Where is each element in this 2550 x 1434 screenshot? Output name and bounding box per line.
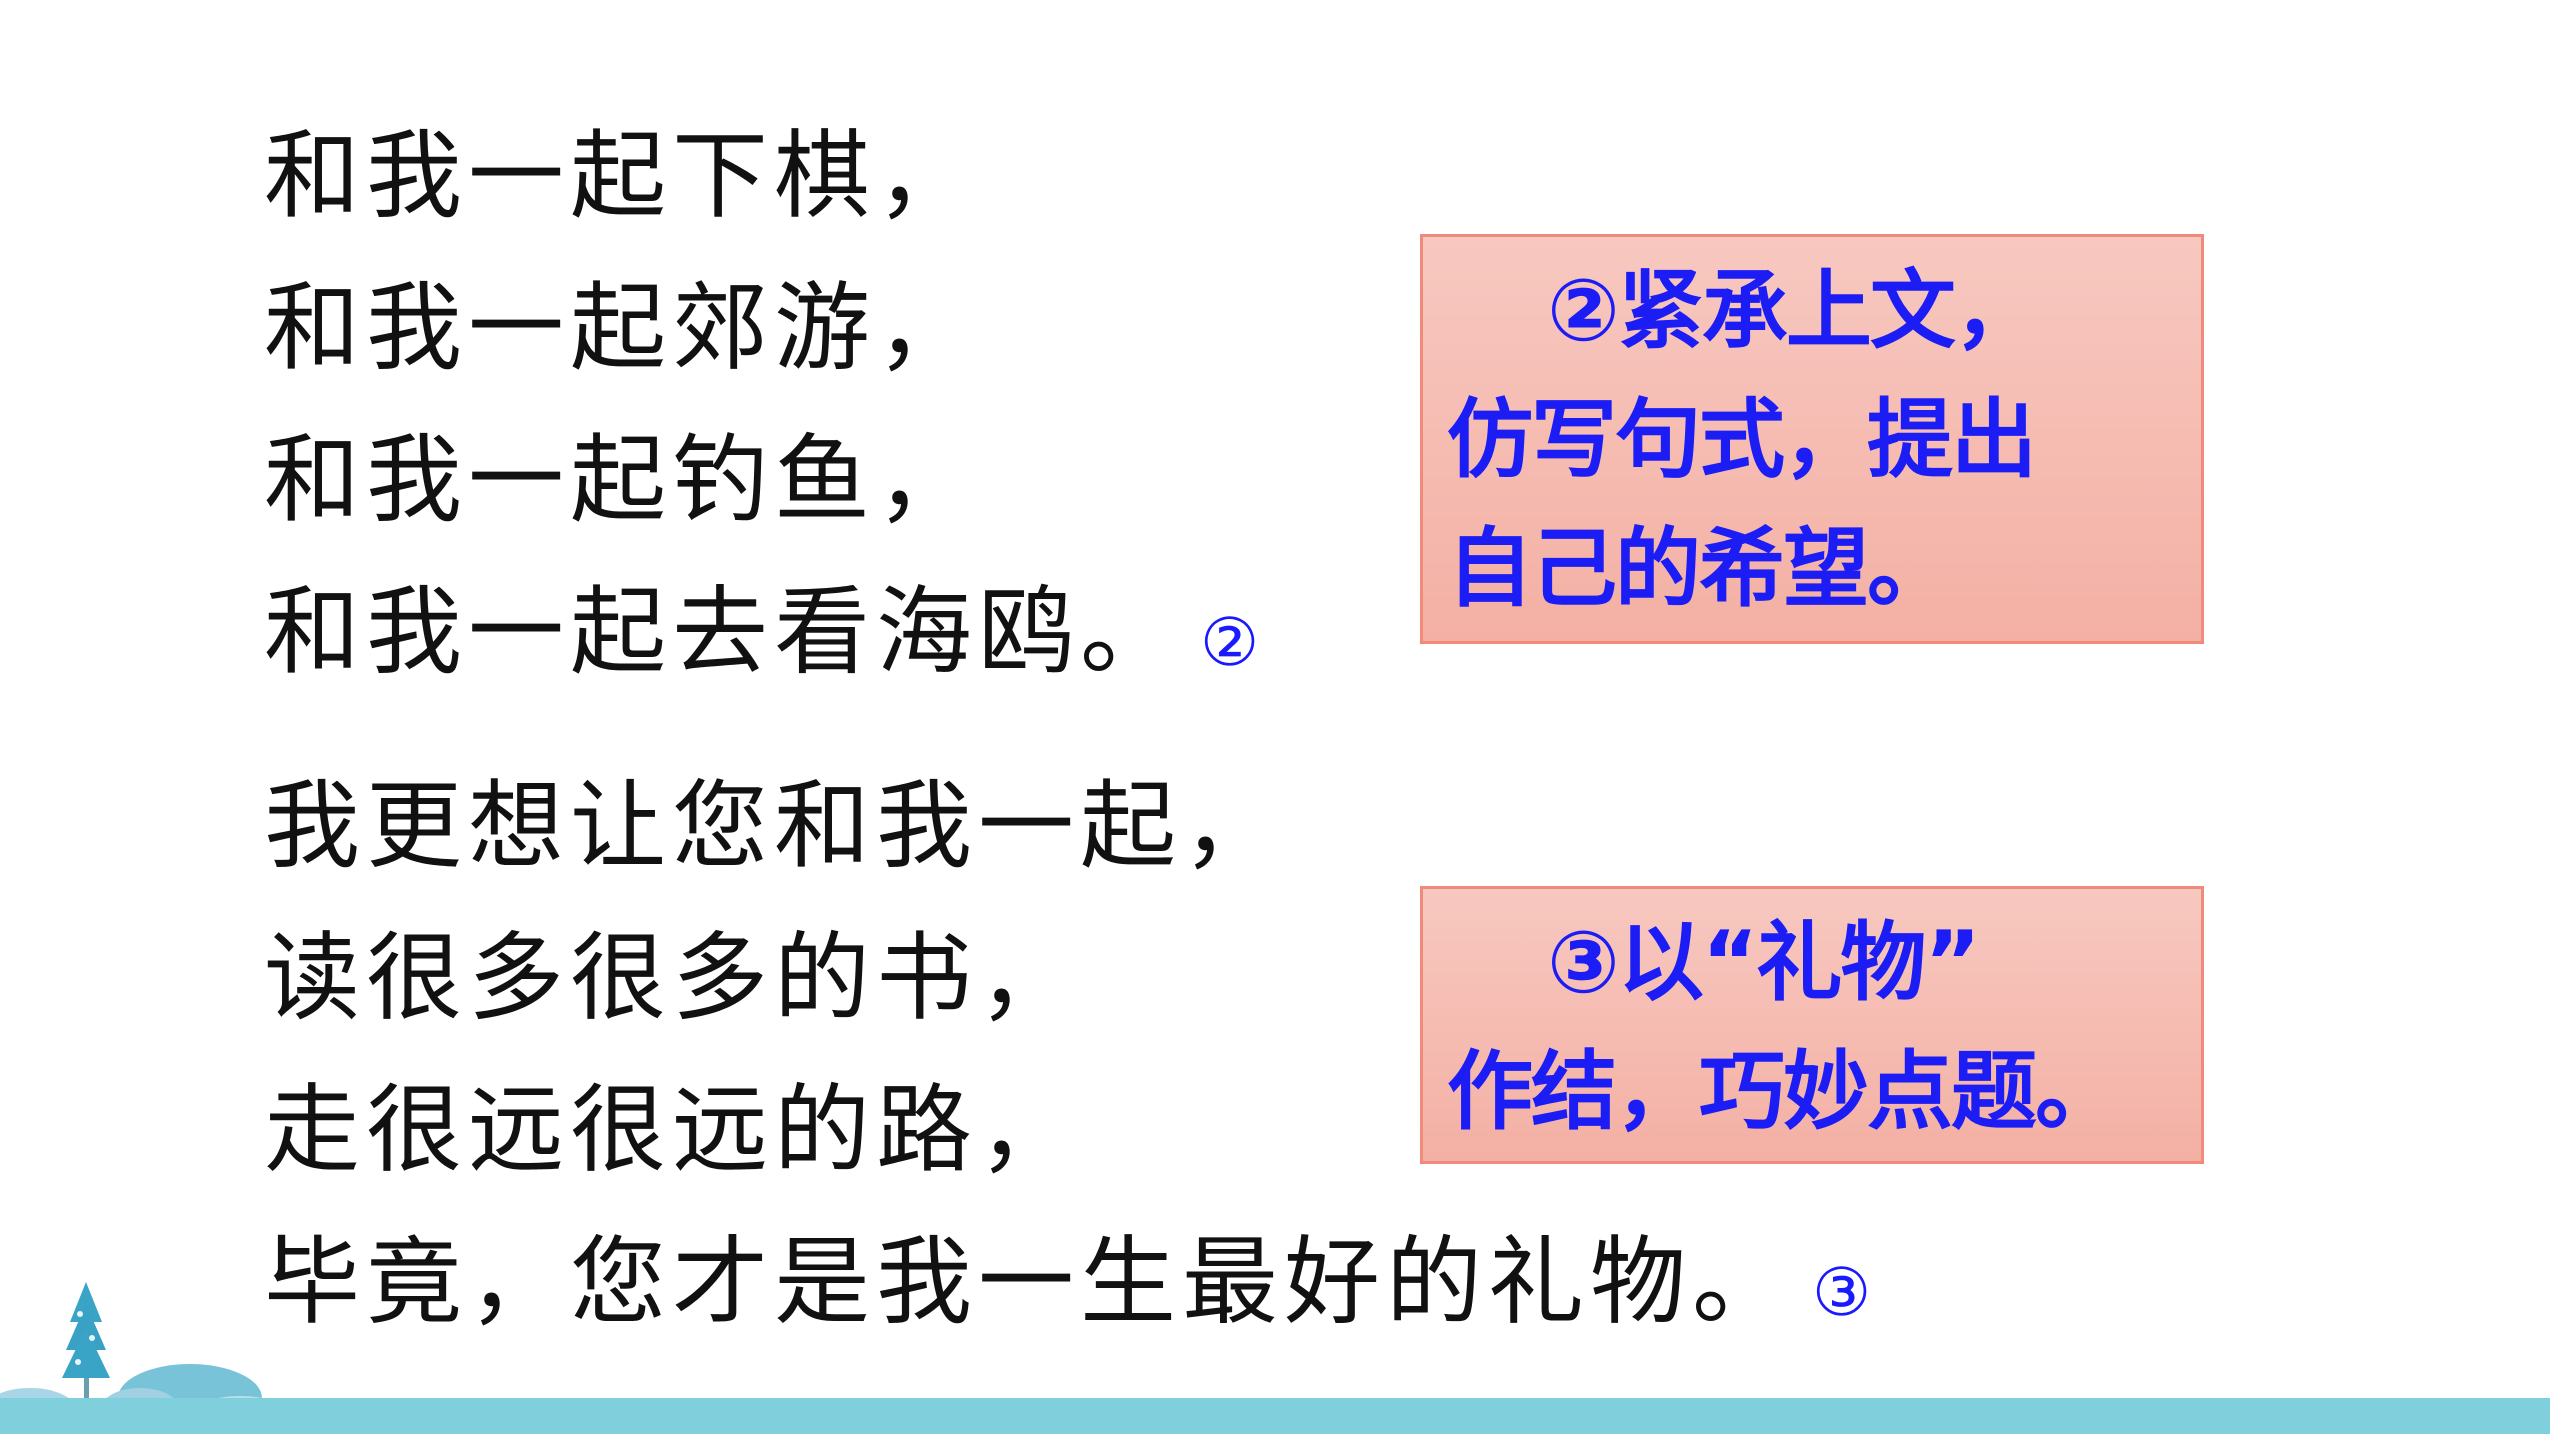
- poem-line-6: 读很多很多的书，: [264, 922, 1080, 1034]
- annotation-marker-3: ③: [1812, 1254, 1872, 1331]
- annotation-2-line-1: ②紧承上文，: [1547, 261, 2040, 361]
- poem-line-2: 和我一起郊游，: [264, 272, 978, 384]
- annotation-3-line-1: ③以“礼物”: [1547, 913, 1981, 1013]
- tree-icon: [62, 1282, 110, 1434]
- poem-line-4: 和我一起去看海鸥。②: [264, 576, 1260, 688]
- annotation-2-line-3: 自己的希望。: [1447, 519, 1953, 619]
- annotation-3-line-2: 作结，巧妙点题。: [1447, 1042, 2121, 1142]
- poem-line-1: 和我一起下棋，: [264, 120, 978, 232]
- annotation-2-line-2: 仿写句式，提出: [1447, 390, 2037, 490]
- bottom-bar: [0, 1398, 2550, 1434]
- poem-line-7: 走很远很远的路，: [264, 1074, 1080, 1186]
- annotation-marker-2: ②: [1200, 604, 1260, 681]
- poem-line-3: 和我一起钓鱼，: [264, 424, 978, 536]
- annotation-box-2: ②紧承上文， 仿写句式，提出 自己的希望。: [1420, 234, 2204, 644]
- annotation-box-3: ③以“礼物” 作结，巧妙点题。: [1420, 886, 2204, 1164]
- poem-line-8: 毕竟，您才是我一生最好的礼物。③: [264, 1226, 1872, 1338]
- poem-line-5: 我更想让您和我一起，: [264, 770, 1284, 882]
